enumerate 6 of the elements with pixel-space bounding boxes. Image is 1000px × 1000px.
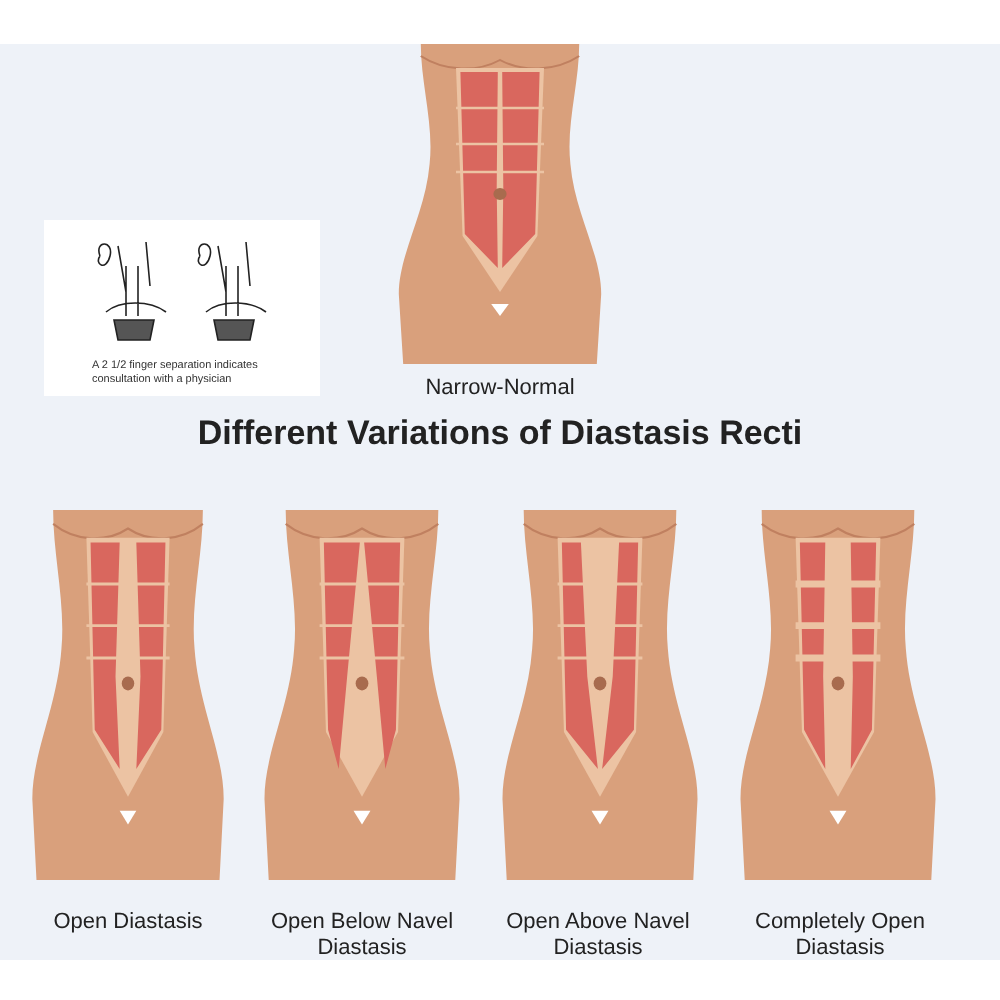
caption: Open Above Navel Diastasis (504, 910, 692, 962)
title: Different Variations of Diastasis Recti (195, 414, 805, 454)
caption: Open Below Navel Diastasis (268, 910, 456, 962)
caption: Completely Open Diastasis (753, 910, 927, 962)
caption: Open Diastasis (51, 910, 205, 936)
caption: Narrow-Normal (423, 376, 577, 402)
